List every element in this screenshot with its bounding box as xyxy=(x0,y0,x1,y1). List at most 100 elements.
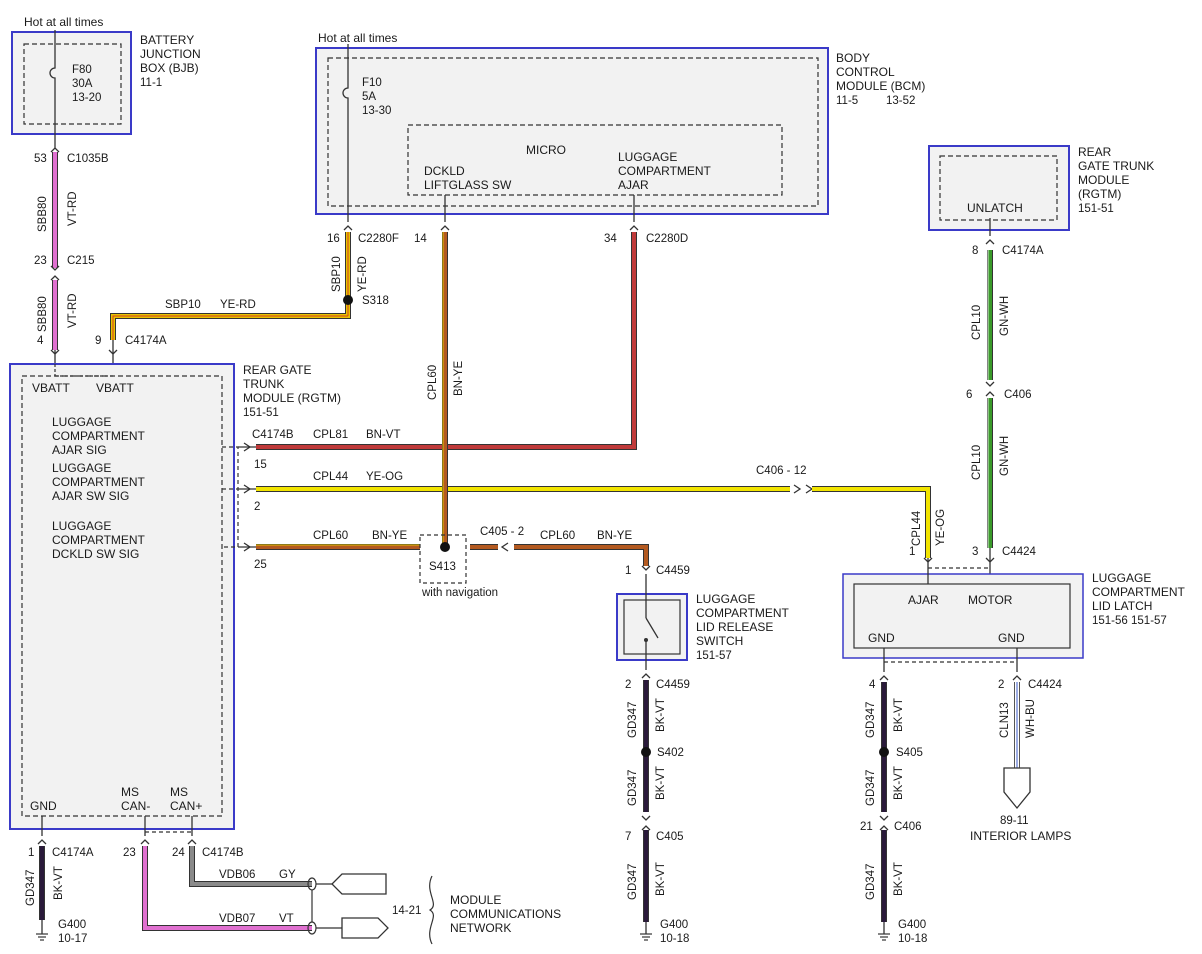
ajar-sig-1: LUGGAGE xyxy=(52,415,111,429)
ref-1018-right: 10-18 xyxy=(898,933,927,945)
cpl44-label: CPL44 xyxy=(313,471,349,483)
interior-lamps-label: INTERIOR LAMPS xyxy=(970,829,1071,843)
c405-2-label: C405 - 2 xyxy=(480,526,524,538)
vdb07-label: VDB07 xyxy=(219,913,255,925)
vbatt-1: VBATT xyxy=(32,381,70,395)
ms-can-minus-2: CAN- xyxy=(121,799,150,813)
lid-release-switch xyxy=(616,574,688,670)
module-comm-ref: 14-21 xyxy=(392,905,421,917)
f10-fuse-icon xyxy=(342,44,349,222)
c4174a-rgtm-label: C4174A xyxy=(1002,245,1044,257)
cpl60-vert: CPL60 xyxy=(427,365,439,400)
s413-splice xyxy=(440,542,450,552)
pin-16: 16 xyxy=(327,233,340,245)
gy-label: GY xyxy=(279,869,296,881)
micro-label: MICRO xyxy=(526,143,566,157)
bcm-title-2: CONTROL xyxy=(836,65,895,79)
gnwh-a: GN-WH xyxy=(999,296,1011,336)
c2280d-label: C2280D xyxy=(646,233,688,245)
bcm-luggage-3: AJAR xyxy=(618,178,649,192)
bnvt-label: BN-VT xyxy=(366,429,401,441)
g400-right: G400 xyxy=(898,919,926,931)
bkvt-l2: BK-VT xyxy=(893,766,905,800)
s318-splice xyxy=(343,295,353,305)
yerd-vert: YE-RD xyxy=(357,256,369,292)
pin-2: 2 xyxy=(254,501,260,513)
with-navigation-note: with navigation xyxy=(421,587,498,599)
vtrd-a: VT-RD xyxy=(67,192,79,227)
module-comm-2: COMMUNICATIONS xyxy=(450,907,561,921)
module-comm-1: MODULE xyxy=(450,893,501,907)
yeog-label: YE-OG xyxy=(366,471,403,483)
switch-contact-icon xyxy=(645,617,659,639)
wire-sbb80 xyxy=(50,152,60,370)
bkvt-s1: BK-VT xyxy=(655,698,667,732)
wire-gd347-rgtm xyxy=(35,816,49,941)
c406-a-label: C406 xyxy=(1004,389,1032,401)
pin-53: 53 xyxy=(34,153,47,165)
module-comm-3: NETWORK xyxy=(450,921,511,935)
lamps-ref: 89-11 xyxy=(1000,815,1029,827)
s413-dashed-box xyxy=(419,534,467,584)
latch-title-1: LUGGAGE xyxy=(1092,571,1151,585)
bnye-b: BN-YE xyxy=(597,530,632,542)
battery-junction-box: Hot at all times BATTERY JUNCTION BOX (B… xyxy=(11,15,201,153)
c215-label: C215 xyxy=(67,255,95,267)
yerd-horiz: YE-RD xyxy=(220,299,256,311)
wire-cpl44 xyxy=(256,484,931,558)
cpl60-a: CPL60 xyxy=(313,530,348,542)
cpl60-b: CPL60 xyxy=(540,530,575,542)
wire-cpl60-vertical xyxy=(442,232,448,547)
brace-icon xyxy=(428,875,435,945)
pin-23-can: 23 xyxy=(123,847,136,859)
c4174b-15-label: C4174B xyxy=(252,429,294,441)
latch-title-3: LID LATCH xyxy=(1092,599,1152,613)
pin-2-lamp: 2 xyxy=(998,679,1004,691)
c2280f-label: C2280F xyxy=(358,233,399,245)
c1035b-label: C1035B xyxy=(67,153,109,165)
c405-label: C405 xyxy=(656,831,684,843)
bcm-title-1: BODY xyxy=(836,51,870,65)
wire-cpl10 xyxy=(985,250,995,586)
pin-21: 21 xyxy=(860,821,873,833)
bcm-title-3: MODULE (BCM) xyxy=(836,79,925,93)
rgtm-top-title-4: (RGTM) xyxy=(1078,187,1121,201)
latch-gnd-2: GND xyxy=(998,631,1025,645)
s405-label: S405 xyxy=(896,747,923,759)
rgtm-title-3: MODULE (RGTM) xyxy=(243,391,341,405)
wire-cpl81 xyxy=(256,232,637,450)
latch-motor: MOTOR xyxy=(968,593,1013,607)
ajar-sw-sig-3: AJAR SW SIG xyxy=(52,489,129,503)
s402-label: S402 xyxy=(657,747,684,759)
bcm-luggage-1: LUGGAGE xyxy=(618,150,677,164)
cln13-label: CLN13 xyxy=(999,702,1011,738)
vtrd-b: VT-RD xyxy=(67,294,79,329)
gd347-l3: GD347 xyxy=(865,864,877,900)
rgtm-top-title-3: MODULE xyxy=(1078,173,1129,187)
c4174a-top-label: C4174A xyxy=(125,335,167,347)
pin-8: 8 xyxy=(972,245,978,257)
dckld-sig-2: COMPARTMENT xyxy=(52,533,146,547)
rgtm-gnd: GND xyxy=(30,799,57,813)
f10-rating: 5A xyxy=(362,91,376,103)
ref-1017: 10-17 xyxy=(58,933,87,945)
ajar-sw-sig-1: LUGGAGE xyxy=(52,461,111,475)
bcm-luggage-2: COMPARTMENT xyxy=(618,164,712,178)
ajar-sig-2: COMPARTMENT xyxy=(52,429,146,443)
ms-can-minus-1: MS xyxy=(121,785,139,799)
switch-title-1: LUGGAGE xyxy=(696,592,755,606)
c4459-bot-label: C4459 xyxy=(656,679,690,691)
s413-label: S413 xyxy=(429,561,456,573)
body-control-module: Hot at all times BODY CONTROL MODULE (BC… xyxy=(315,31,925,222)
pin-6: 6 xyxy=(966,389,972,401)
gd347-left: GD347 xyxy=(25,870,37,906)
bnye-a: BN-YE xyxy=(372,530,407,542)
f80-fuse-icon xyxy=(49,30,56,148)
rgtm-top-ref: 151-51 xyxy=(1078,203,1114,215)
wire-cln13 xyxy=(1003,682,1031,810)
bcm-ref-2: 13-52 xyxy=(886,95,915,107)
switch-ref: 151-57 xyxy=(696,650,732,662)
rgtm-side-connectors xyxy=(238,442,256,552)
rgtm-top-title-1: REAR xyxy=(1078,145,1112,159)
wire-can-bus xyxy=(140,816,435,945)
